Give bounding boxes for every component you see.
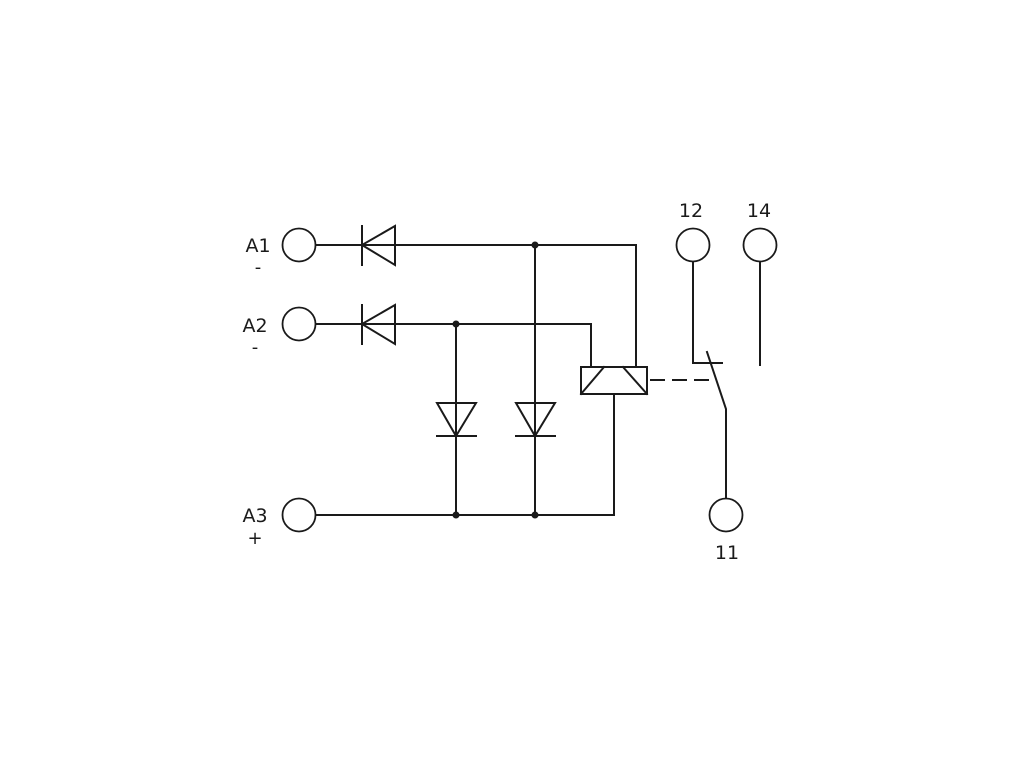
diode-right-vertical <box>514 402 557 438</box>
terminal-a2 <box>281 306 317 342</box>
terminal-a3 <box>281 497 317 533</box>
polarity-a3: + <box>247 528 262 549</box>
label-12: 12 <box>679 200 703 222</box>
wires <box>315 244 761 516</box>
terminals <box>281 227 778 533</box>
diode-left-vertical <box>435 402 478 438</box>
junction-nodes <box>452 241 539 519</box>
label-a2: A2 <box>242 315 267 337</box>
wire-a1 <box>315 244 637 368</box>
junction-node <box>531 241 539 249</box>
wire-a3 <box>315 393 615 516</box>
wire-a2 <box>315 323 592 368</box>
junction-node <box>531 511 539 519</box>
relay-coil <box>579 365 649 396</box>
label-11: 11 <box>715 542 739 564</box>
terminal-a1 <box>281 227 317 263</box>
diode-a2 <box>360 303 396 346</box>
polarity-a1: - <box>255 257 262 278</box>
wire-contact-11 <box>705 350 727 499</box>
label-14: 14 <box>747 200 771 222</box>
wire-contact-12 <box>692 261 723 364</box>
labels: A1 - A2 - A3 + 12 14 11 <box>242 200 771 564</box>
junction-node <box>452 320 460 328</box>
diode-a1 <box>360 224 396 267</box>
terminal-11 <box>708 497 744 533</box>
label-a1: A1 <box>245 235 270 257</box>
label-a3: A3 <box>242 505 267 527</box>
terminal-14 <box>742 227 778 263</box>
terminal-12 <box>675 227 711 263</box>
junction-node <box>452 511 460 519</box>
polarity-a2: - <box>252 337 259 358</box>
